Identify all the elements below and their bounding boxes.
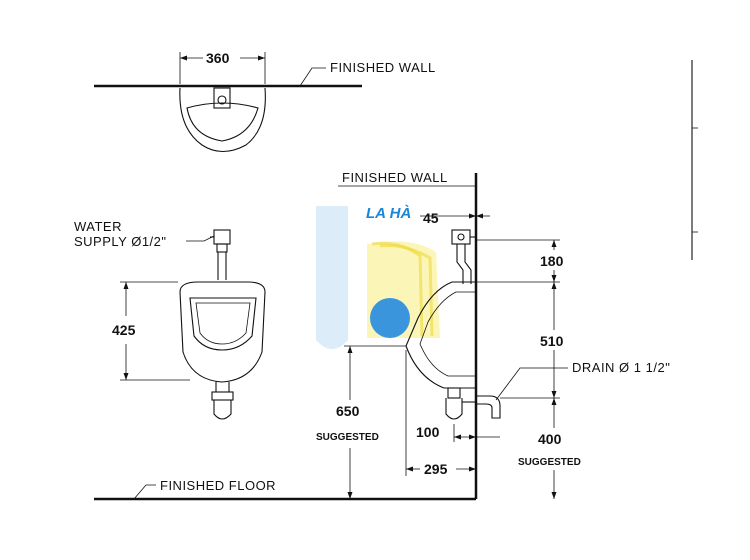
dim-45: 45 [423, 210, 439, 226]
watermark-logo: LA HÀ [316, 205, 440, 349]
label-water-supply-2: SUPPLY Ø1/2" [74, 234, 167, 249]
top-view: 360 FINISHED WALL [94, 50, 436, 153]
dim-295: 295 [424, 461, 448, 477]
suggested-left: SUGGESTED [316, 432, 379, 443]
finished-floor: FINISHED FLOOR [94, 478, 476, 501]
dim-425: 425 [112, 322, 136, 338]
dim-360: 360 [206, 50, 230, 66]
dim-650: 650 [336, 403, 360, 419]
label-water-supply-1: WATER [74, 219, 122, 234]
label-finished-wall-side: FINISHED WALL [342, 170, 448, 185]
dim-100: 100 [416, 424, 440, 440]
watermark-text: LA HÀ [366, 205, 411, 222]
dim-510: 510 [540, 333, 564, 349]
side-view: FINISHED WALL 45 DRAIN Ø 1 1/2" 180 [316, 170, 670, 499]
label-finished-wall-top: FINISHED WALL [330, 60, 436, 75]
label-drain: DRAIN Ø 1 1/2" [572, 360, 670, 375]
dim-400: 400 [538, 431, 562, 447]
label-finished-floor: FINISHED FLOOR [160, 478, 276, 493]
front-view: WATER SUPPLY Ø1/2" 425 [74, 219, 266, 420]
dim-180: 180 [540, 253, 564, 269]
suggested-right: SUGGESTED [518, 457, 581, 468]
right-edge-frame [691, 60, 698, 260]
